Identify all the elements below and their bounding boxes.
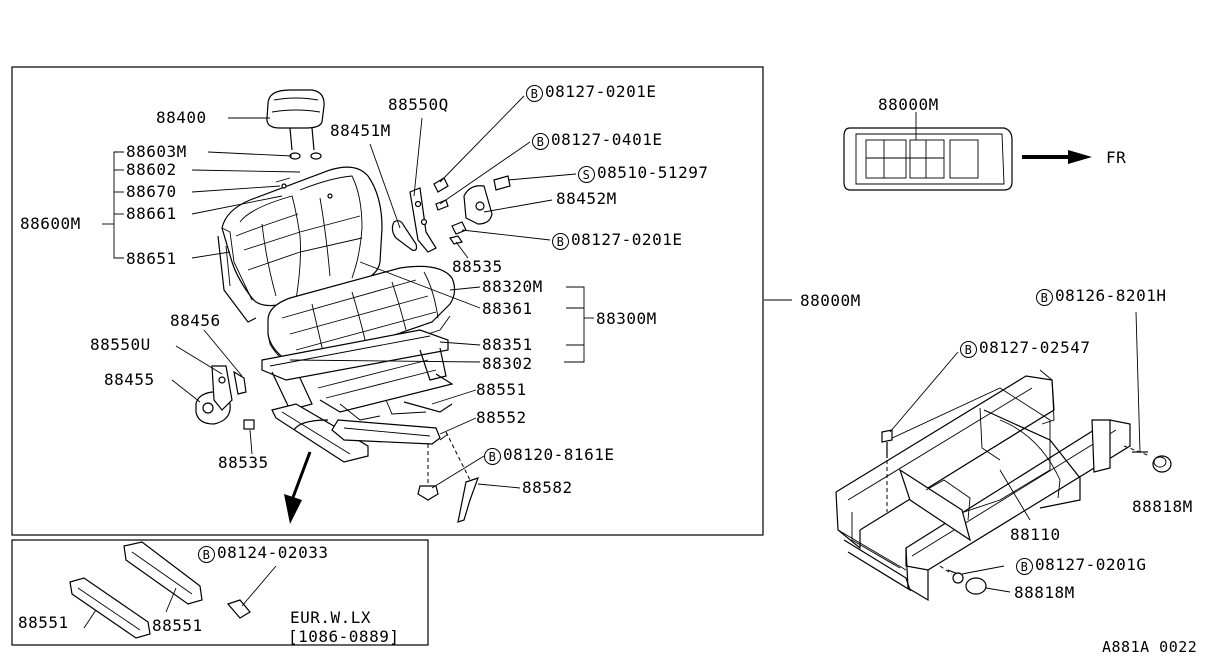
bolt-prefix-icon: B — [1036, 289, 1053, 306]
right-leader-lines — [889, 311, 1141, 593]
label-88661: 88661 — [126, 204, 177, 223]
recliner-parts-drawing — [195, 365, 255, 430]
label-88456: 88456 — [170, 311, 221, 330]
variant-model: EUR.W.LX — [290, 608, 372, 627]
label-88552: 88552 — [476, 408, 527, 427]
label-88455: 88455 — [104, 370, 155, 389]
label-88551-inset-left: 88551 — [18, 613, 69, 632]
label-88300M: 88300M — [596, 309, 657, 328]
label-88603M: 88603M — [126, 142, 187, 161]
bolt-prefix-icon: B — [198, 546, 215, 563]
seat-frame-structure — [835, 369, 1172, 602]
variant-inset-frame — [11, 539, 429, 646]
label-88670: 88670 — [126, 182, 177, 201]
diagram-id: A881A 0022 — [1102, 638, 1198, 656]
label-88602: 88602 — [126, 160, 177, 179]
label-88351: 88351 — [482, 335, 533, 354]
bolt-prefix-icon: B — [526, 85, 543, 102]
label-88818M-right: 88818M — [1132, 497, 1193, 516]
label-88818M-bottom: 88818M — [1014, 583, 1075, 602]
label-88535-bottom: 88535 — [218, 453, 269, 472]
right-recliner-drawing — [391, 175, 511, 253]
bolt-prefix-icon: B — [552, 233, 569, 250]
label-88551-inset-right: 88551 — [152, 616, 203, 635]
label-88400: 88400 — [156, 108, 207, 127]
seat-back-drawing — [217, 166, 383, 323]
vehicle-top-view — [843, 112, 1092, 191]
label-88320M: 88320M — [482, 277, 543, 296]
bolt-prefix-icon: B — [484, 448, 501, 465]
label-88550U: 88550U — [90, 335, 151, 354]
label-88000M-car: 88000M — [878, 95, 939, 114]
label-88110: 88110 — [1010, 525, 1061, 544]
variant-period: [1086-0889] — [288, 627, 400, 646]
label-88551: 88551 — [476, 380, 527, 399]
label-88302: 88302 — [482, 354, 533, 373]
bolt-prefix-icon: B — [1016, 558, 1033, 575]
headrest-drawing — [266, 89, 325, 160]
bolt-prefix-icon: B — [960, 341, 977, 358]
bolt-prefix-icon: B — [532, 133, 549, 150]
label-88535-top: 88535 — [452, 257, 503, 276]
label-88451M: 88451M — [330, 121, 391, 140]
bottom-bolts-drawing — [417, 431, 479, 523]
main-assembly-frame — [11, 66, 764, 536]
label-88361: 88361 — [482, 299, 533, 318]
label-fr: FR — [1106, 148, 1127, 167]
inset-parts-drawing — [69, 541, 277, 639]
screw-prefix-icon: S — [578, 166, 595, 183]
leader-lines — [102, 95, 792, 489]
label-88651: 88651 — [126, 249, 177, 268]
label-88550Q: 88550Q — [388, 95, 449, 114]
label-88452M: 88452M — [556, 189, 617, 208]
label-88600M: 88600M — [20, 214, 81, 233]
label-88000M-main: 88000M — [800, 291, 861, 310]
seat-frame-drawing — [261, 329, 454, 463]
variant-arrow — [284, 451, 312, 524]
label-88582: 88582 — [522, 478, 573, 497]
